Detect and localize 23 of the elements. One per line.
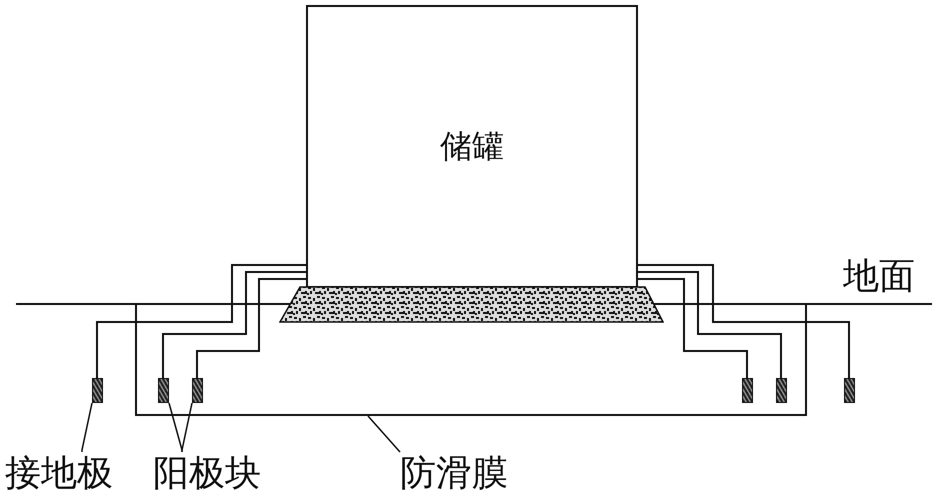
leader-line (181, 402, 193, 452)
tank-label: 储罐 (440, 126, 504, 166)
cable-line (196, 278, 306, 378)
leader-line (81, 402, 93, 452)
part-label: 接地极 (5, 452, 113, 496)
ground-electrode (844, 378, 855, 403)
cable-line (96, 264, 306, 378)
cable-line (638, 264, 850, 378)
anode-block (158, 378, 169, 403)
cable-line (638, 271, 782, 378)
ground-electrode (92, 378, 103, 403)
anode-block (192, 378, 203, 403)
part-label: 防滑膜 (400, 452, 508, 496)
leader-line (367, 416, 401, 452)
cable-line (162, 271, 306, 378)
leader-line (168, 402, 183, 452)
part-label: 阳极块 (153, 452, 261, 496)
anode-block (776, 378, 787, 403)
ground-surface-label: 地面 (843, 255, 915, 299)
tank-box (306, 5, 638, 288)
anode-block (742, 378, 753, 403)
gravel-pad (279, 286, 664, 323)
cable-line (638, 278, 748, 378)
